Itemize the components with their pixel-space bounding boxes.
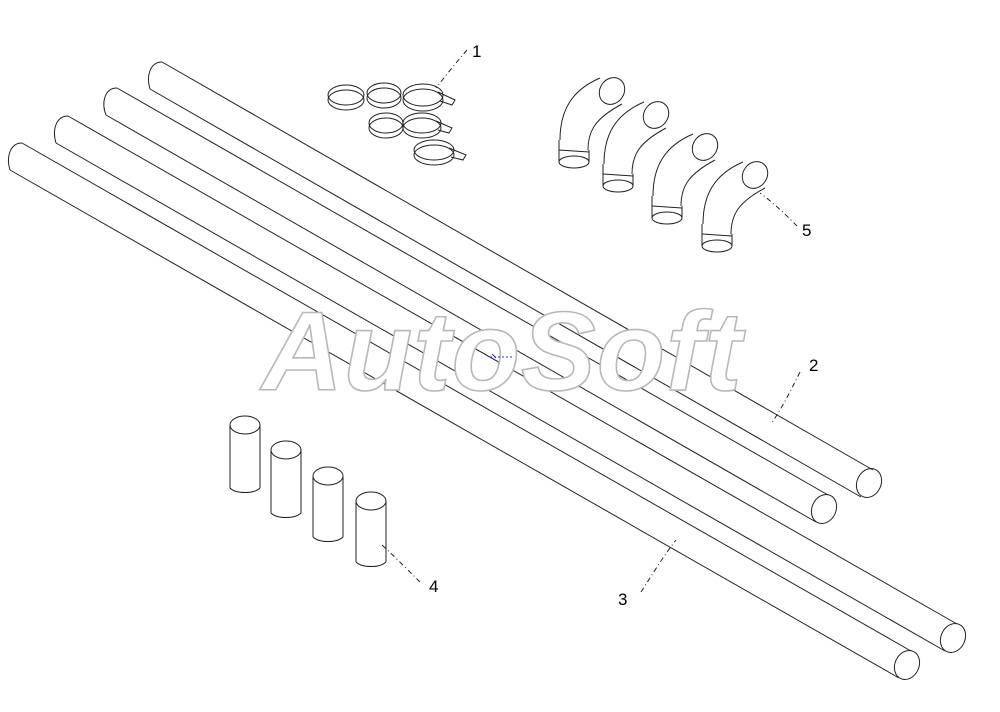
elbow-hose xyxy=(651,133,719,225)
clamp xyxy=(413,139,467,166)
leader-4 xyxy=(381,544,421,583)
elbow-hose xyxy=(701,161,769,253)
clamp xyxy=(327,84,365,111)
short-sleeve xyxy=(229,415,261,493)
long-pipe xyxy=(148,61,883,499)
callout-2: 2 xyxy=(809,356,818,375)
long-pipe xyxy=(54,115,967,654)
long-pipe xyxy=(8,142,921,681)
long-pipes xyxy=(8,61,967,681)
leader-2 xyxy=(770,371,801,425)
short-sleeves xyxy=(229,415,387,567)
center-marker xyxy=(490,353,512,359)
elbow-hose xyxy=(558,77,626,169)
watermark-text: AutoSoft xyxy=(259,289,746,414)
callout-4: 4 xyxy=(429,577,438,596)
short-sleeve xyxy=(270,440,302,518)
clamp xyxy=(366,82,402,109)
hose-clamps xyxy=(327,82,467,166)
elbow-hoses xyxy=(558,77,769,253)
clamp xyxy=(368,112,404,139)
callout-leaders xyxy=(381,49,801,593)
clamp xyxy=(402,112,453,139)
callout-1: 1 xyxy=(472,42,481,61)
long-pipe xyxy=(103,87,838,525)
callout-3: 3 xyxy=(618,590,627,609)
callout-5: 5 xyxy=(802,221,811,240)
leader-1 xyxy=(435,49,468,89)
short-sleeve xyxy=(312,466,344,542)
leader-5 xyxy=(759,192,798,227)
clamp xyxy=(402,83,456,112)
elbow-hose xyxy=(602,101,670,193)
short-sleeve xyxy=(355,491,387,567)
